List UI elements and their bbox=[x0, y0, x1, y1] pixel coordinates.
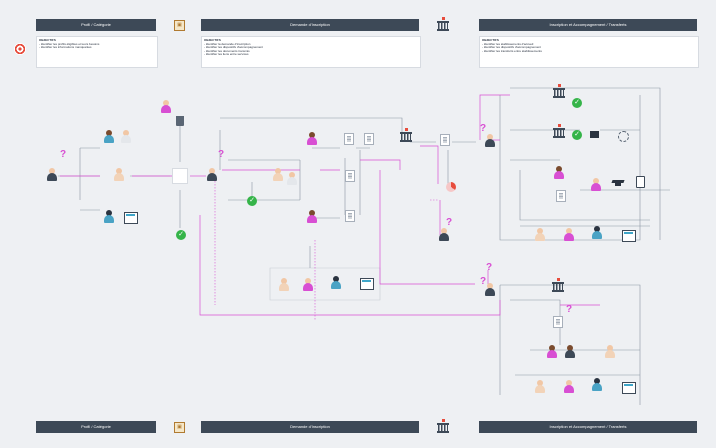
check-icon: ✓ bbox=[176, 230, 186, 240]
question-mark-icon: ? bbox=[566, 304, 573, 315]
parent-person-icon bbox=[564, 345, 576, 359]
objective-item: - Identifier les liens entre services bbox=[204, 52, 249, 57]
support-person-icon bbox=[534, 228, 546, 242]
objective-item: - Identifier les profils éligibles et le… bbox=[39, 41, 100, 46]
check-icon: ✓ bbox=[572, 98, 582, 108]
target-icon bbox=[14, 43, 26, 55]
check-icon: ✓ bbox=[572, 130, 582, 140]
website-icon bbox=[360, 278, 374, 290]
team-group-icon bbox=[103, 210, 115, 224]
objective-item: - Identifier les dispositifs d'accompagn… bbox=[482, 45, 541, 50]
government-building-icon bbox=[553, 84, 565, 98]
counselor-person-icon bbox=[113, 168, 125, 182]
document-icon bbox=[440, 134, 450, 146]
team-group-icon bbox=[330, 276, 342, 290]
objectives-title: OBJECTIFS bbox=[482, 38, 499, 42]
objective-item: - Identifier la demande d'inscription bbox=[204, 41, 251, 46]
objectives-panel-request bbox=[201, 36, 421, 68]
support-person-icon bbox=[278, 278, 290, 292]
objectives-title: OBJECTIFS bbox=[204, 38, 221, 42]
child-person-icon bbox=[286, 172, 298, 186]
checkpoint-box bbox=[172, 168, 188, 184]
student-person-icon bbox=[590, 178, 602, 192]
phase-bar-profile-top: Profil / Catégorie bbox=[36, 19, 156, 31]
teacher-person-icon bbox=[553, 166, 565, 180]
question-mark-icon: ? bbox=[480, 123, 487, 134]
phase-bar-request-bottom: Demande d'Inscription bbox=[201, 421, 419, 433]
objective-item: - Identifier les documents transmis bbox=[204, 48, 250, 53]
applicant-person-icon bbox=[46, 168, 58, 182]
document-icon bbox=[556, 190, 566, 202]
officer-person-icon bbox=[306, 210, 318, 224]
applicant-person-icon bbox=[484, 283, 496, 297]
website-icon bbox=[622, 230, 636, 242]
phase-bar-enrollment-bottom: Inscription et Accompagnement / Transfer… bbox=[479, 421, 697, 433]
support-person-icon bbox=[563, 228, 575, 242]
question-mark-icon: ? bbox=[60, 149, 67, 160]
phase-bar-request-top: Demande d'Inscription bbox=[201, 19, 419, 31]
government-building-icon bbox=[437, 419, 449, 433]
reviewer-person-icon bbox=[438, 228, 450, 242]
government-building-icon bbox=[553, 124, 565, 138]
government-building-icon bbox=[552, 278, 564, 292]
objective-item: - Identifier les transferts entre établi… bbox=[482, 48, 542, 53]
parent-person-icon bbox=[546, 345, 558, 359]
phase-bar-enrollment-top: Inscription et Accompagnement / Transfer… bbox=[479, 19, 697, 31]
staff-person-icon bbox=[604, 345, 616, 359]
objectives-request: OBJECTIFS - Identifier la demande d'insc… bbox=[201, 37, 417, 59]
document-icon bbox=[553, 316, 563, 328]
question-mark-icon: ? bbox=[480, 276, 487, 287]
phase-bar-profile-bottom: Profil / Catégorie bbox=[36, 421, 156, 433]
box-icon: ▣ bbox=[174, 20, 185, 31]
objectives-profile: OBJECTIFS - Identifier les profils éligi… bbox=[36, 37, 154, 52]
government-building-icon bbox=[400, 128, 412, 142]
staff-person-icon bbox=[160, 100, 172, 114]
question-mark-icon: ? bbox=[218, 149, 225, 160]
team-group-icon bbox=[591, 226, 603, 240]
trash-icon bbox=[176, 116, 184, 126]
budget-icon bbox=[446, 182, 456, 192]
question-mark-icon: ? bbox=[486, 262, 493, 273]
advisor-person-icon bbox=[103, 130, 115, 144]
graduation-cap-icon bbox=[612, 178, 624, 186]
objective-item: - Identifier les informations manquantes bbox=[39, 45, 92, 50]
document-icon bbox=[345, 170, 355, 182]
requester-person-icon bbox=[206, 168, 218, 182]
agent-person-icon bbox=[306, 132, 318, 146]
document-icon bbox=[344, 133, 354, 145]
check-icon: ✓ bbox=[247, 196, 257, 206]
box-icon: ▣ bbox=[174, 422, 185, 433]
objectives-panel-enrollment bbox=[479, 36, 699, 68]
objectives-panel-profile bbox=[36, 36, 158, 68]
objectives-title: OBJECTIFS bbox=[39, 38, 56, 42]
website-icon bbox=[124, 212, 138, 224]
objectives-enrollment: OBJECTIFS - Identifier les établissement… bbox=[479, 37, 695, 55]
objective-item: - Identifier les établissements d'accuei… bbox=[482, 41, 534, 46]
government-building-icon bbox=[437, 17, 449, 31]
support-person-icon bbox=[534, 380, 546, 394]
question-mark-icon: ? bbox=[446, 217, 453, 228]
support-person-icon bbox=[302, 278, 314, 292]
website-icon bbox=[622, 382, 636, 394]
team-group-icon bbox=[591, 378, 603, 392]
document-icon bbox=[364, 133, 374, 145]
family-person-icon bbox=[272, 168, 284, 182]
document-icon bbox=[345, 210, 355, 222]
settings-icon bbox=[618, 131, 629, 142]
applicant-person-icon bbox=[484, 134, 496, 148]
parent-person-icon bbox=[120, 130, 132, 144]
tablet-icon bbox=[636, 176, 645, 188]
objective-item: - Identifier les dispositifs d'accompagn… bbox=[204, 45, 263, 50]
board-icon bbox=[590, 131, 599, 138]
support-person-icon bbox=[563, 380, 575, 394]
